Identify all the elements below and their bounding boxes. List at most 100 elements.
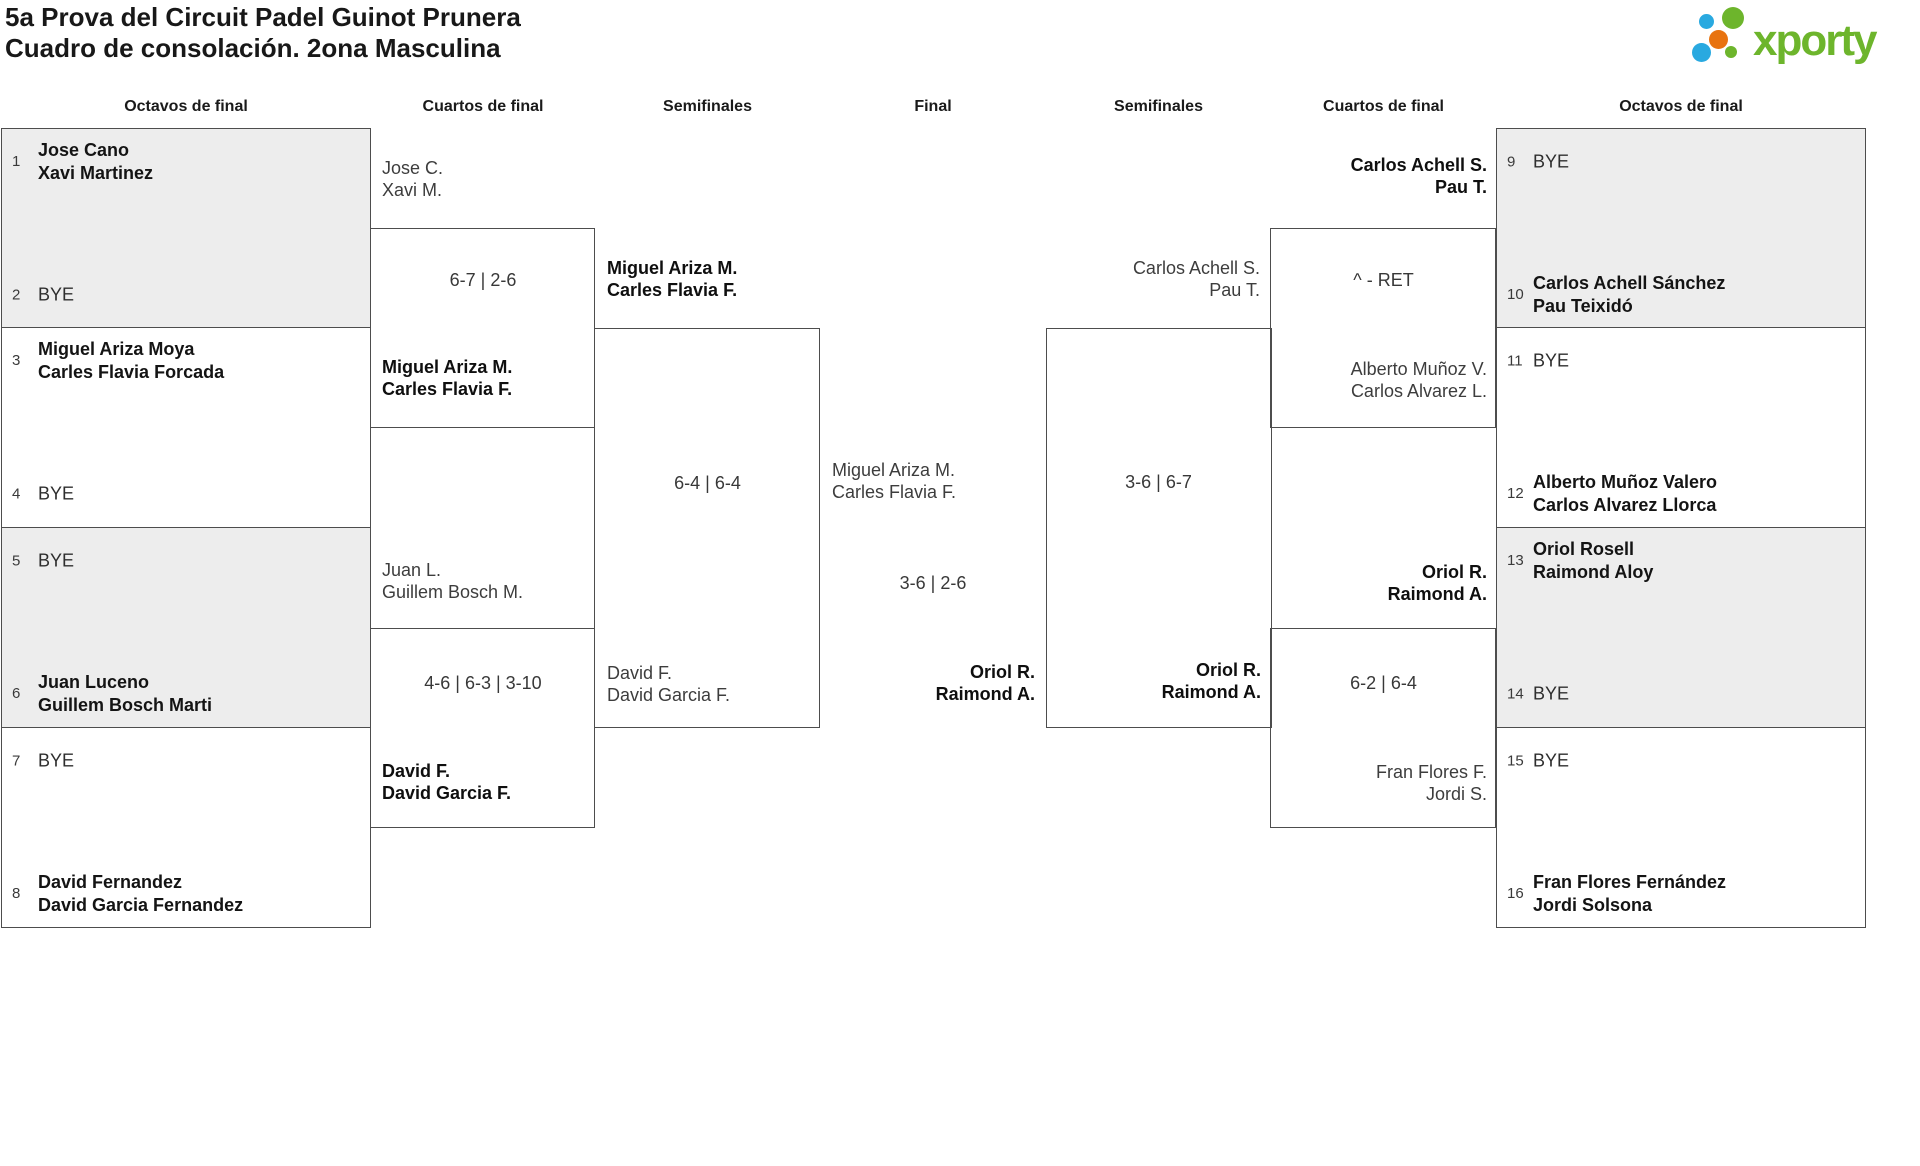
bracket-subtitle: Cuadro de consolación. 2ona Masculina	[5, 33, 501, 63]
player-name: Miguel Ariza M.	[832, 460, 956, 480]
player-name: David Fernandez	[38, 872, 183, 892]
player-name: David Garcia F.	[607, 685, 731, 705]
seed-number: 2	[12, 286, 21, 303]
player-name: Carles Flavia F.	[607, 280, 738, 300]
round-header-cuartos-right: Cuartos de final	[1323, 98, 1444, 115]
sf-left-score: 6-4 | 6-4	[674, 473, 741, 493]
seed-number: 11	[1507, 352, 1523, 369]
qf-right-2-score: 6-2 | 6-4	[1350, 673, 1417, 693]
player-name: David Garcia F.	[382, 783, 512, 803]
player-name: Pau Teixidó	[1533, 296, 1633, 316]
player-name: David Garcia Fernandez	[38, 895, 244, 915]
player-name: Miguel Ariza M.	[607, 258, 738, 278]
seed-number: 14	[1507, 685, 1524, 702]
player-name: Carlos Achell S.	[1132, 258, 1260, 278]
player-name: David F.	[382, 761, 451, 781]
player-name: Miguel Ariza M.	[382, 357, 513, 377]
player-name: Carlos Achell S.	[1350, 155, 1487, 175]
logo-dot-green-small-icon	[1725, 46, 1737, 58]
xporty-logo[interactable]: xporty	[1690, 5, 1915, 75]
player-name: Carles Flavia F.	[382, 379, 513, 399]
bracket-box-sf-right	[1046, 328, 1272, 728]
player-name: Alberto Muñoz V.	[1350, 359, 1487, 379]
bye-label: BYE	[38, 483, 75, 504]
player-name: Raimond Aloy	[1533, 562, 1654, 582]
qf-left-1-team1: Jose C. Xavi M.	[382, 157, 443, 201]
player-name: Carlos Alvarez Llorca	[1533, 495, 1717, 515]
bye-label: BYE	[1533, 683, 1570, 704]
team-slot-seed7: 7 BYE	[12, 750, 364, 773]
bracket-box-qf-right-2	[1270, 628, 1496, 828]
player-name: Carles Flavia F.	[832, 482, 957, 502]
player-name: Guillem Bosch M.	[382, 582, 524, 602]
team-slot-seed4: 4 BYE	[12, 483, 364, 506]
player-name: Jose Cano	[38, 140, 130, 160]
round-header-final: Final	[914, 98, 952, 115]
sf-right-team2-winner: Oriol R. Raimond A.	[1162, 659, 1261, 703]
team-slot-seed2: 2 BYE	[12, 284, 364, 307]
player-name: Juan Luceno	[38, 672, 150, 692]
player-name: Fran Flores Fernández	[1533, 872, 1727, 892]
final-team1: Miguel Ariza M. Carles Flavia F.	[832, 459, 956, 503]
bye-label: BYE	[38, 550, 75, 571]
final-team2-winner: Oriol R. Raimond A.	[936, 661, 1035, 705]
player-name: Raimond A.	[1161, 682, 1261, 702]
seed-number: 15	[1507, 752, 1524, 769]
sf-left-team2: David F. David Garcia F.	[607, 662, 730, 706]
player-name: David F.	[607, 663, 673, 683]
sf-left-team1-winner: Miguel Ariza M. Carles Flavia F.	[607, 257, 737, 301]
qf-left-2-score: 4-6 | 6-3 | 3-10	[424, 673, 542, 693]
page-title: 5a Prova del Circuit Padel Guinot Pruner…	[5, 2, 521, 64]
seed-number: 13	[1507, 552, 1524, 569]
team-slot-seed15: 15 BYE	[1507, 750, 1859, 773]
seed-number: 1	[12, 153, 21, 170]
round-header-semis-right: Semifinales	[1114, 98, 1203, 115]
seed-number: 8	[12, 885, 21, 902]
seed-number: 9	[1507, 153, 1516, 170]
round-header-cuartos-left: Cuartos de final	[422, 98, 544, 115]
player-name: Jose C.	[382, 158, 444, 178]
bye-label: BYE	[1533, 350, 1570, 371]
round-header-octavos-right: Octavos de final	[1619, 98, 1743, 115]
bye-label: BYE	[38, 284, 75, 305]
player-name: Jordi Solsona	[1533, 895, 1653, 915]
seed-number: 5	[12, 552, 21, 569]
qf-right-2-team1-winner: Oriol R. Raimond A.	[1388, 561, 1487, 605]
team-slot-seed9: 9 BYE	[1507, 151, 1859, 174]
bye-label: BYE	[1533, 151, 1570, 172]
bye-label: BYE	[1533, 750, 1570, 771]
player-name: Raimond A.	[935, 684, 1035, 704]
team-slot-seed5: 5 BYE	[12, 550, 364, 573]
player-name: Alberto Muñoz Valero	[1533, 472, 1718, 492]
logo-wordmark: xporty	[1753, 16, 1877, 65]
player-name: Pau T.	[1434, 177, 1487, 197]
player-name: Oriol R.	[1421, 562, 1487, 582]
seed-number: 3	[12, 352, 21, 369]
seed-number: 7	[12, 752, 21, 769]
qf-right-1-score: ^ - RET	[1353, 270, 1414, 290]
team-slot-seed14: 14 BYE	[1507, 683, 1859, 706]
qf-right-1-team1-winner: Carlos Achell S. Pau T.	[1351, 154, 1487, 198]
seed-number: 4	[12, 485, 21, 502]
final-score: 3-6 | 2-6	[899, 573, 967, 593]
logo-dot-orange-icon	[1709, 30, 1728, 49]
logo-dot-green-large-icon	[1722, 7, 1744, 29]
player-name: Jordi S.	[1425, 784, 1487, 804]
round-header-octavos-left: Octavos de final	[124, 98, 248, 115]
